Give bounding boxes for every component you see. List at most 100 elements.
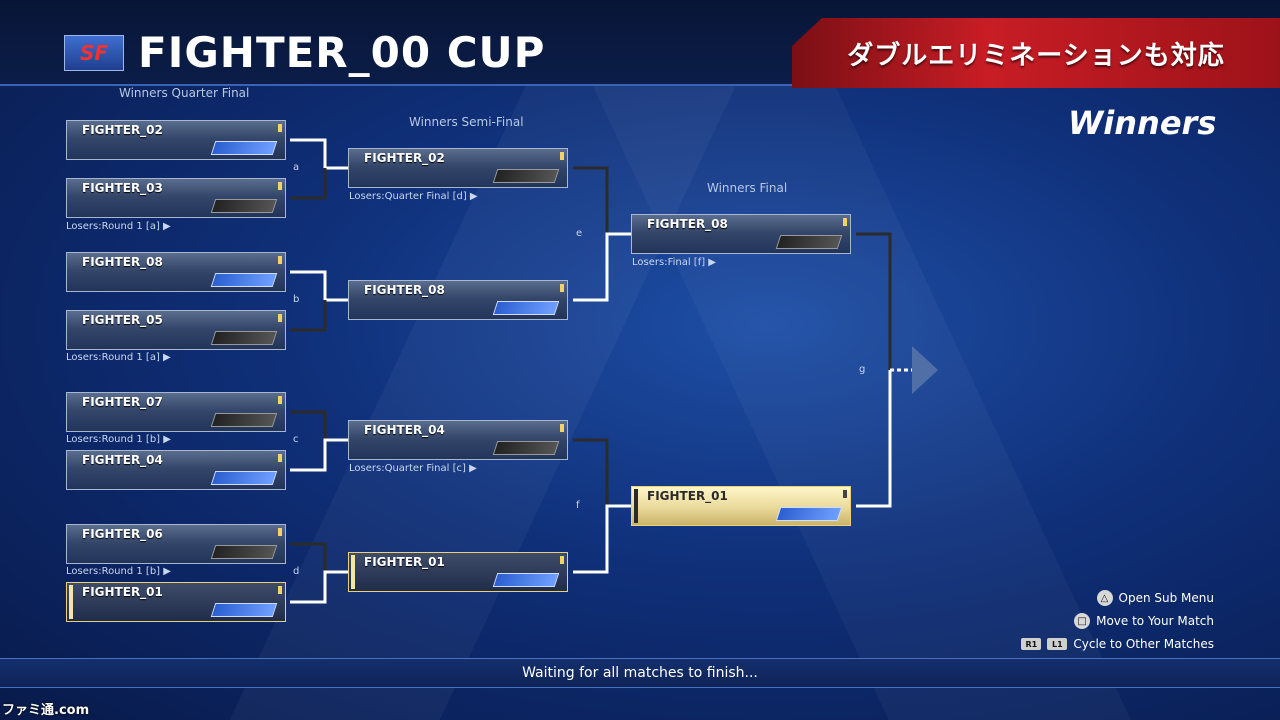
fighter-portrait [210, 273, 278, 287]
round-label-quarter: Winners Quarter Final [119, 86, 250, 100]
l1-button-icon: L1 [1047, 638, 1068, 650]
status-marker [560, 152, 564, 160]
fighter-portrait [775, 507, 843, 521]
triangle-button-icon: △ [1096, 590, 1113, 606]
status-marker [278, 528, 282, 536]
status-marker [278, 396, 282, 404]
fighter-portrait [210, 331, 278, 345]
match-qf3-bot[interactable]: FIGHTER_04 [66, 450, 286, 490]
losers-note: Losers:Round 1 [b] ▶ [66, 566, 171, 577]
legend-sub-menu[interactable]: △ Open Sub Menu [1096, 590, 1214, 606]
fighter-portrait [210, 603, 278, 617]
line-c-top [290, 410, 327, 440]
line-f-top [573, 438, 609, 506]
fighter-portrait [492, 573, 560, 587]
fighter-name: FIGHTER_01 [647, 489, 728, 503]
line-c-bot [290, 438, 348, 472]
game-logo: SF [64, 35, 124, 71]
bracket-letter-d: d [293, 566, 300, 577]
losers-note: Losers:Quarter Final [d] ▶ [349, 191, 478, 202]
match-sf3[interactable]: FIGHTER_04 [348, 420, 568, 460]
fighter-name: FIGHTER_04 [364, 423, 445, 437]
status-marker [278, 314, 282, 322]
watermark: ファミ通.com [2, 703, 90, 718]
legend-cycle-matches[interactable]: R1 L1 Cycle to Other Matches [1021, 637, 1214, 651]
status-marker [278, 182, 282, 190]
match-sf1[interactable]: FIGHTER_02 [348, 148, 568, 188]
round-label-final: Winners Final [707, 181, 788, 195]
square-button-icon: □ [1074, 613, 1091, 629]
fighter-name: FIGHTER_02 [82, 123, 163, 137]
legend-label: Cycle to Other Matches [1073, 637, 1214, 651]
legend-your-match[interactable]: □ Move to Your Match [1074, 613, 1214, 629]
fighter-name: FIGHTER_08 [364, 283, 445, 297]
match-qf3-top[interactable]: FIGHTER_07 [66, 392, 286, 432]
fighter-portrait [492, 441, 560, 455]
status-marker [278, 124, 282, 132]
bracket-letter-a: a [293, 162, 300, 173]
status-marker [843, 490, 847, 498]
feature-banner-text: ダブルエリミネーションも対応 [847, 40, 1225, 71]
fighter-portrait [492, 169, 560, 183]
status-marker [278, 256, 282, 264]
fighter-name: FIGHTER_07 [82, 395, 163, 409]
fighter-name: FIGHTER_02 [364, 151, 445, 165]
round-label-semi: Winners Semi-Final [409, 115, 524, 129]
losers-note: Losers:Round 1 [b] ▶ [66, 434, 171, 445]
line-a-bot [290, 168, 327, 200]
line-a-top [290, 138, 348, 170]
bracket-section-title: Winners [1068, 104, 1217, 142]
match-qf2-bot[interactable]: FIGHTER_05 [66, 310, 286, 350]
match-qf1-top[interactable]: FIGHTER_02 [66, 120, 286, 160]
match-qf1-bot[interactable]: FIGHTER_03 [66, 178, 286, 218]
selection-bar [351, 555, 355, 589]
bracket-letter-f: f [576, 500, 580, 511]
bracket-letter-e: e [576, 228, 583, 239]
legend-label: Open Sub Menu [1118, 591, 1214, 605]
match-qf2-top[interactable]: FIGHTER_08 [66, 252, 286, 292]
legend-label: Move to Your Match [1096, 614, 1214, 628]
fighter-name: FIGHTER_08 [82, 255, 163, 269]
feature-banner: ダブルエリミネーションも対応 [792, 18, 1280, 88]
fighter-portrait [210, 413, 278, 427]
status-marker [278, 586, 282, 594]
line-e-top [573, 166, 609, 234]
fighter-name: FIGHTER_05 [82, 313, 163, 327]
status-marker [843, 218, 847, 226]
fighter-portrait [210, 545, 278, 559]
status-marker [560, 424, 564, 432]
status-marker [278, 454, 282, 462]
selection-bar [634, 489, 638, 523]
fighter-portrait [775, 235, 843, 249]
match-f1[interactable]: FIGHTER_08 [631, 214, 851, 254]
fighter-portrait [492, 301, 560, 315]
line-b-top [290, 270, 348, 302]
fighter-name: FIGHTER_01 [364, 555, 445, 569]
match-sf2[interactable]: FIGHTER_08 [348, 280, 568, 320]
line-g-bot [856, 370, 892, 508]
fighter-name: FIGHTER_04 [82, 453, 163, 467]
grand-final-arrow-icon[interactable] [912, 346, 938, 394]
fighter-name: FIGHTER_03 [82, 181, 163, 195]
fighter-name: FIGHTER_06 [82, 527, 163, 541]
fighter-name: FIGHTER_08 [647, 217, 728, 231]
line-b-bot [290, 300, 327, 332]
line-d-bot [290, 570, 348, 604]
match-qf4-bot[interactable]: FIGHTER_01 [66, 582, 286, 622]
fighter-name: FIGHTER_01 [82, 585, 163, 599]
match-sf4[interactable]: FIGHTER_01 [348, 552, 568, 592]
bracket-letter-g: g [859, 364, 866, 375]
r1-button-icon: R1 [1021, 638, 1042, 650]
selection-bar [69, 585, 73, 619]
match-f2-selected[interactable]: FIGHTER_01 [631, 486, 851, 526]
top-bar: SF FIGHTER_00 CUP ダブルエリミネーションも対応 [0, 0, 1280, 88]
losers-note: Losers:Round 1 [a] ▶ [66, 221, 171, 232]
line-e-bot [573, 232, 631, 302]
tournament-title: FIGHTER_00 CUP [138, 28, 546, 77]
match-qf4-top[interactable]: FIGHTER_06 [66, 524, 286, 564]
losers-note: Losers:Quarter Final [c] ▶ [349, 463, 477, 474]
status-text: Waiting for all matches to finish... [522, 665, 758, 681]
fighter-portrait [210, 141, 278, 155]
fighter-portrait [210, 471, 278, 485]
